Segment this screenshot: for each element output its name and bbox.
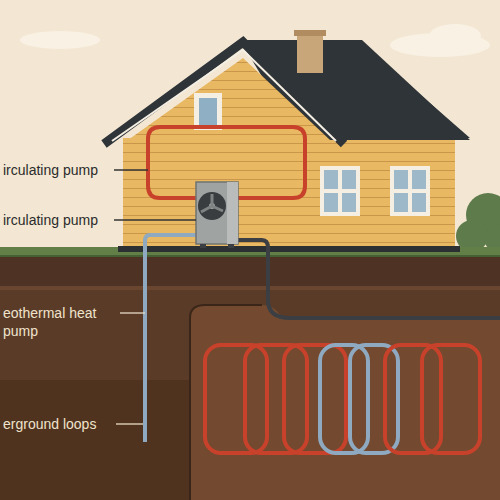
house bbox=[104, 30, 470, 252]
sky bbox=[0, 0, 500, 256]
bush bbox=[456, 193, 500, 252]
return-pipe bbox=[237, 240, 500, 318]
leader-lines bbox=[114, 170, 196, 424]
part-label: irculating pump bbox=[3, 161, 115, 179]
part-label: erground loops bbox=[3, 415, 115, 433]
heat-pump-unit bbox=[196, 182, 238, 248]
ground bbox=[0, 247, 500, 500]
supply-pipe bbox=[145, 235, 205, 442]
part-label: eothermal heat pump bbox=[3, 304, 118, 340]
underground-loops bbox=[205, 345, 480, 453]
part-label: irculating pump bbox=[3, 211, 115, 229]
